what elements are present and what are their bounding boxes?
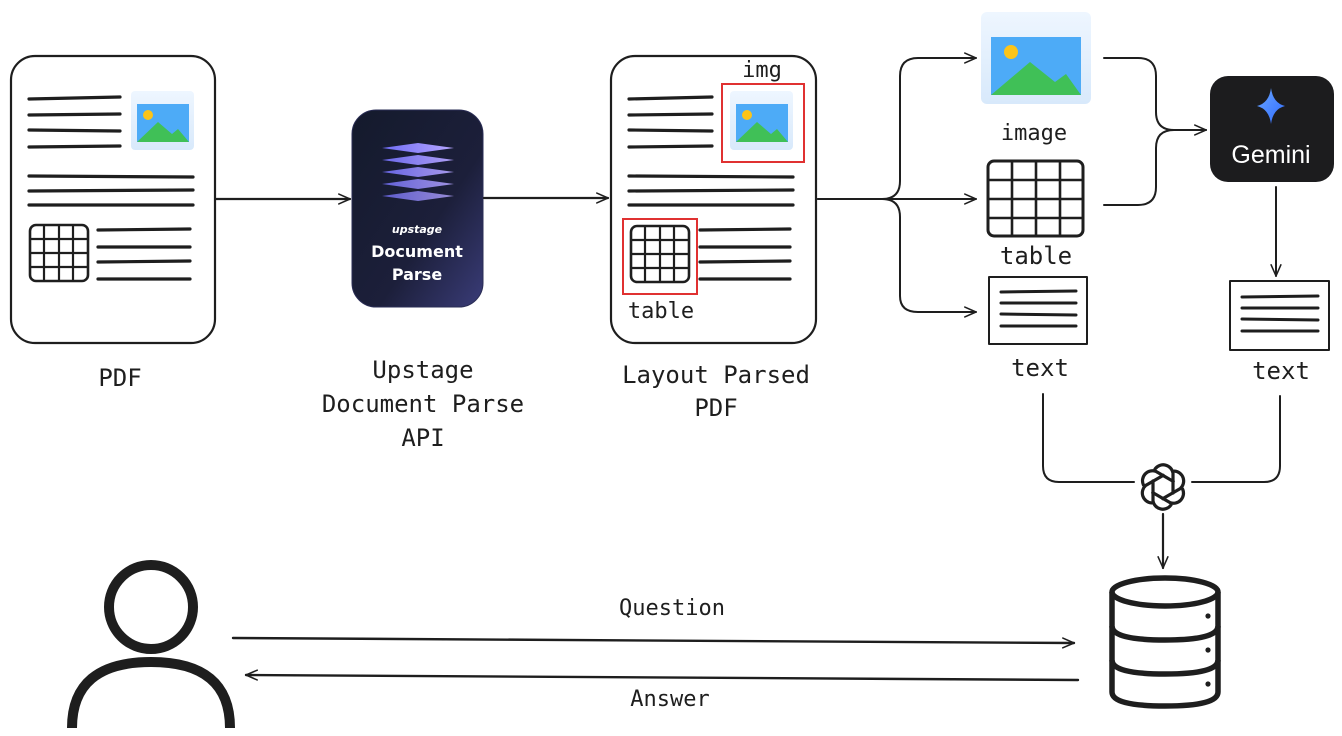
table-region-tag: table bbox=[628, 299, 694, 324]
lines-to-embedding bbox=[1042, 393, 1281, 483]
table-region-highlight bbox=[622, 218, 698, 295]
text-output-label: text bbox=[1011, 354, 1069, 382]
image-thumbnail-icon bbox=[730, 91, 793, 150]
gemini-star-icon bbox=[1257, 88, 1285, 124]
layout-label-line1: Layout Parsed bbox=[622, 361, 810, 389]
gemini-text-output-icon bbox=[1229, 280, 1330, 351]
table-grid-icon bbox=[28, 223, 90, 283]
openai-icon bbox=[1140, 463, 1186, 511]
database-icon bbox=[1109, 575, 1221, 709]
upstage-brand-text: upstage bbox=[392, 223, 443, 236]
layout-label-line2: PDF bbox=[694, 394, 737, 422]
fan-out-arrows bbox=[817, 52, 977, 318]
upstage-label-line3: API bbox=[401, 424, 444, 452]
gemini-text-label: text bbox=[1252, 357, 1310, 385]
image-output-icon bbox=[981, 12, 1091, 104]
table-output-label: table bbox=[1000, 242, 1072, 270]
img-region-tag: img bbox=[742, 58, 782, 83]
answer-arrow bbox=[244, 669, 1080, 682]
text-output-icon bbox=[988, 276, 1088, 345]
arrows-to-gemini bbox=[1103, 57, 1207, 206]
upstage-logo-line2: Parse bbox=[392, 265, 443, 284]
upstage-document-parse-logo: upstage Document Parse bbox=[351, 109, 484, 308]
pdf-document-icon bbox=[9, 54, 217, 345]
answer-label: Answer bbox=[630, 687, 709, 712]
gemini-logo: Gemini bbox=[1210, 76, 1334, 182]
question-arrow bbox=[231, 636, 1076, 649]
image-thumbnail-icon bbox=[131, 91, 194, 150]
upstage-label-line2: Document Parse bbox=[322, 390, 524, 418]
layout-parsed-pdf-icon bbox=[609, 54, 818, 345]
question-label: Question bbox=[619, 596, 725, 621]
pdf-label: PDF bbox=[98, 364, 141, 392]
table-grid-icon bbox=[629, 224, 691, 284]
image-output-label: image bbox=[1001, 121, 1067, 146]
image-region-highlight bbox=[721, 83, 805, 163]
user-icon bbox=[67, 560, 235, 729]
gemini-logo-text: Gemini bbox=[1231, 141, 1310, 169]
table-output-icon bbox=[986, 159, 1085, 238]
upstage-label-line1: Upstage bbox=[372, 356, 473, 384]
upstage-logo-line1: Document bbox=[371, 242, 463, 261]
